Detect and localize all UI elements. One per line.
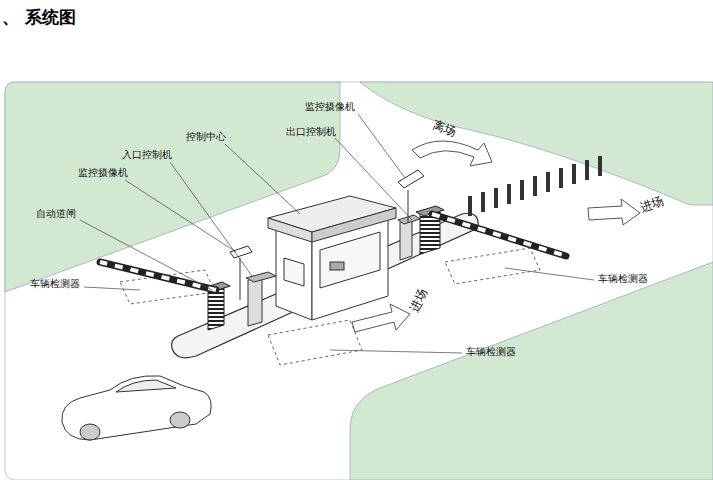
leader-line (84, 287, 140, 290)
camera (398, 170, 424, 188)
car (80, 424, 100, 440)
entry-controller (246, 272, 276, 326)
control-booth (268, 218, 312, 242)
fence-post (481, 192, 485, 212)
callout-label: 车辆检测器 (30, 278, 80, 289)
ground (5, 82, 713, 480)
fence-post (468, 196, 472, 216)
callout-label: 车辆检测器 (598, 273, 648, 284)
barrier-boom (100, 262, 216, 290)
leader-line (335, 138, 412, 220)
callout-label: 监控摄像机 (305, 101, 355, 112)
callout-label: 车辆检测器 (466, 346, 516, 357)
control-booth (320, 232, 380, 288)
leader-line (125, 180, 236, 252)
fence-post (585, 160, 589, 180)
callout-label: 入口控制机 (122, 149, 172, 160)
control-booth (276, 228, 312, 320)
leader-line (330, 350, 462, 353)
entry-controller (248, 276, 262, 326)
flow-arrow (352, 304, 410, 332)
car (62, 376, 211, 440)
fence-post (533, 176, 537, 196)
barrier-boom (432, 214, 566, 256)
flow-arrow (352, 141, 640, 332)
leader-line (80, 114, 594, 353)
ground (350, 262, 713, 480)
control-booth (330, 262, 344, 270)
flow-arrow (412, 141, 492, 166)
fence-post (468, 156, 602, 216)
ground (5, 82, 713, 480)
control-booth (268, 196, 396, 320)
title: 、 系统图 (2, 6, 76, 29)
leader-line (170, 162, 252, 276)
fence-post (559, 168, 563, 188)
camera (240, 258, 241, 300)
flow-arrow (588, 199, 640, 225)
leader-line (358, 114, 405, 178)
barrier-boom (100, 214, 566, 290)
fence-post (520, 180, 524, 200)
fence-post (598, 156, 602, 176)
leader-line (225, 144, 300, 214)
barrier-boom (100, 262, 216, 290)
fence-post (507, 184, 511, 204)
car (170, 412, 190, 428)
callout-label: 监控摄像机 (78, 167, 128, 178)
car (116, 380, 176, 392)
callout-label: 控制中心 (186, 131, 226, 142)
fence-post (572, 164, 576, 184)
ground (360, 82, 713, 205)
barrier-gate (204, 206, 444, 330)
barrier-boom (432, 214, 566, 256)
control-booth (312, 208, 396, 242)
callout-label: 出口控制机 (286, 126, 336, 137)
leader-line (505, 268, 594, 280)
camera (408, 190, 409, 222)
fence-post (494, 188, 498, 208)
camera (230, 170, 424, 300)
vehicle-detector (268, 320, 362, 365)
car (62, 376, 211, 440)
callout-label: 自动道闸 (36, 208, 76, 219)
leader-line (80, 220, 212, 290)
ground (5, 82, 340, 292)
vehicle-detector (445, 248, 540, 284)
exit-controller (398, 215, 420, 260)
fence-post (546, 172, 550, 192)
control-booth (284, 258, 304, 286)
exit-controller (400, 218, 412, 260)
camera (230, 246, 252, 258)
